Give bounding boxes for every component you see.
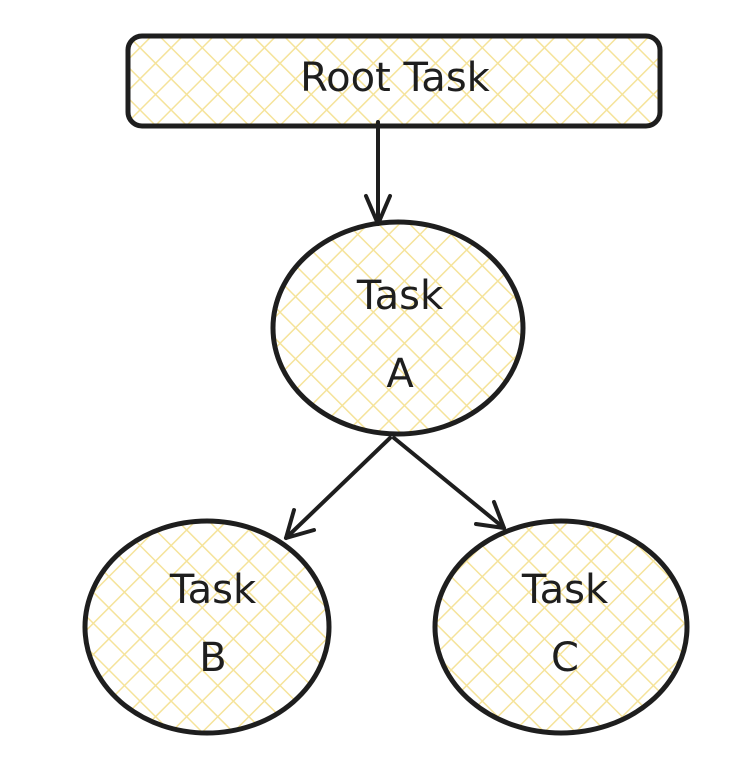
task-a-label-line1: Task	[356, 273, 444, 319]
task-c-label-line1: Task	[521, 567, 609, 613]
task-b-label-line2: B	[199, 635, 226, 681]
root-task-label: Root Task	[300, 55, 491, 101]
arrow-a-to-c[interactable]	[392, 436, 506, 530]
arrow-a-to-b[interactable]	[284, 436, 392, 540]
arrow-root-to-a[interactable]	[364, 120, 392, 226]
task-b-label-line1: Task	[169, 567, 257, 613]
task-a-label-line2: A	[386, 351, 414, 397]
task-b-node[interactable]: Task B	[82, 518, 332, 736]
root-task-node[interactable]: Root Task	[125, 33, 663, 129]
task-a-node[interactable]: Task A	[270, 219, 526, 437]
task-c-node[interactable]: Task C	[432, 518, 690, 736]
task-c-label-line2: C	[551, 635, 579, 681]
